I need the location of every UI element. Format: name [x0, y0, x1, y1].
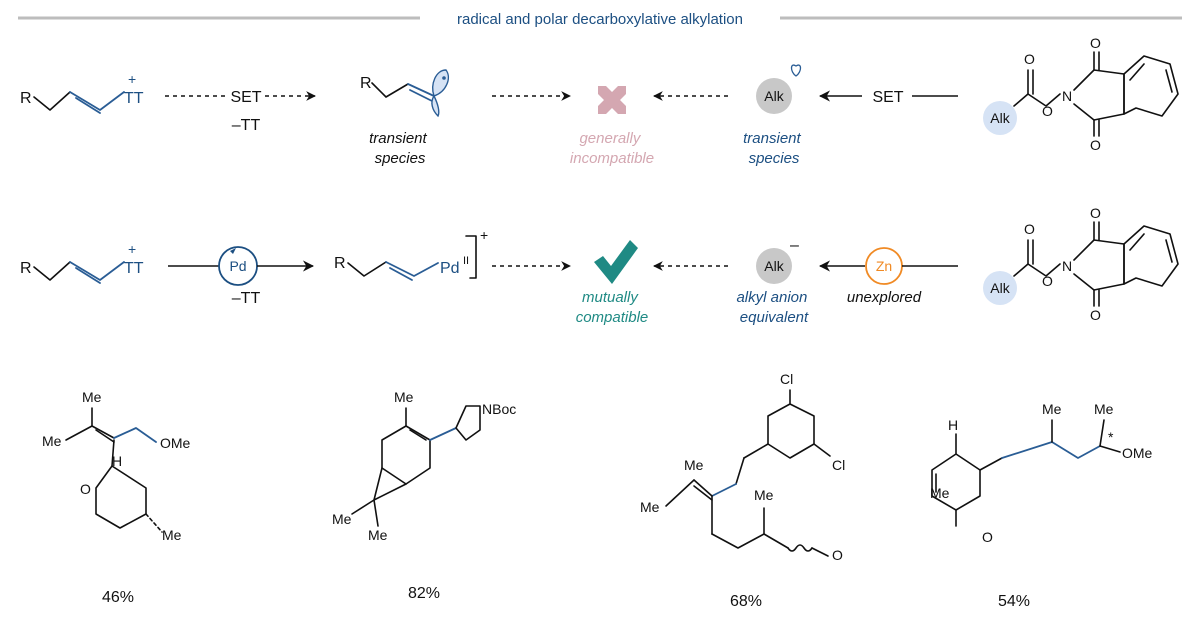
compatible: mutually compatible [576, 240, 649, 326]
me-label: Me [162, 527, 182, 543]
row1-set-arrow2: SET [818, 89, 958, 106]
h-label: H [948, 417, 958, 433]
r-label: R [20, 90, 32, 107]
header-title: radical and polar decarboxylative alkyla… [457, 11, 743, 28]
o-label: O [80, 481, 91, 497]
minus-tt-label: –TT [232, 290, 261, 307]
me-label: Me [1094, 401, 1114, 417]
carbonyl-o: O [1024, 221, 1035, 237]
compatible-label: mutually compatible [576, 289, 649, 326]
set-label: SET [230, 89, 261, 106]
incompatible-label: generally incompatible [570, 130, 654, 167]
product-2-yield: 82% [408, 585, 440, 602]
cross-icon [598, 86, 626, 114]
nboc-label: NBoc [482, 401, 516, 417]
me-label: Me [754, 487, 774, 503]
imide-o1: O [1090, 205, 1101, 221]
ome-label: OMe [160, 435, 191, 451]
o-label: O [982, 529, 993, 545]
row1-substrate: R + TT [20, 71, 144, 114]
me-label: Me [930, 485, 950, 501]
product-4-yield: 54% [998, 593, 1030, 610]
set-label-2: SET [872, 89, 903, 106]
nhpi-ester-2: Alk O O N O O [983, 205, 1179, 323]
alk-label: Alk [990, 280, 1010, 296]
r-label: R [20, 260, 32, 277]
charge-plus: + [480, 227, 488, 243]
me-label: Me [684, 457, 704, 473]
zn-label: Zn [876, 258, 892, 274]
me-label: Me [394, 389, 414, 405]
tt-label: TT [124, 90, 144, 107]
zn-arrow: Zn unexplored [818, 247, 958, 306]
me-label: Me [1042, 401, 1062, 417]
row1-set-arrow: SET –TT [165, 89, 316, 134]
me-label: Me [42, 433, 62, 449]
product-1-yield: 46% [102, 589, 134, 606]
anion-charge: – [790, 237, 799, 254]
alk-label: Alk [990, 110, 1010, 126]
tt-label: TT [124, 260, 144, 277]
ome-label: OMe [1122, 445, 1153, 461]
n-label: N [1062, 88, 1072, 104]
r-label: R [334, 255, 346, 272]
zn-note: unexplored [847, 289, 922, 306]
alk-anion: Alk – alkyl anion equivalent [736, 237, 811, 326]
tt-plus: + [128, 241, 136, 257]
stereo-star: * [1108, 429, 1114, 445]
imide-o2: O [1090, 307, 1101, 323]
header: radical and polar decarboxylative alkyla… [18, 11, 1182, 28]
radical-dot-icon [790, 64, 802, 77]
product-4: H Me Me * OMe Me O [930, 401, 1153, 545]
p-orbital-icon [431, 69, 450, 118]
row2-pd-arrow: Pd –TT [168, 246, 315, 307]
o-label: O [832, 547, 843, 563]
me-label: Me [82, 389, 102, 405]
minus-tt-label: –TT [232, 117, 261, 134]
oxidation-state: II [463, 255, 469, 267]
alk-label: Alk [764, 258, 784, 274]
transient-note: transient species [369, 130, 431, 167]
product-1: Me Me OMe H O Me [42, 389, 191, 543]
alk-radical: Alk transient species [743, 64, 805, 167]
product-2: Me NBoc Me Me [332, 389, 516, 543]
row1-allyl-radical: R transient species [360, 69, 450, 167]
pd-allyl-complex: R Pd II + [334, 227, 488, 281]
product-3: Cl Cl Me Me Me O [640, 371, 845, 563]
imide-o2: O [1090, 137, 1101, 153]
me-label: Me [368, 527, 388, 543]
cl-label: Cl [832, 457, 845, 473]
alk-note: transient species [743, 130, 805, 167]
nhpi-ester-1: Alk O O N O O [983, 35, 1179, 153]
me-label: Me [640, 499, 660, 515]
imide-o1: O [1090, 35, 1101, 51]
ester-o: O [1042, 103, 1053, 119]
h-label: H [112, 453, 122, 469]
r-label: R [360, 75, 372, 92]
pd-label: Pd [229, 258, 246, 274]
alk-note: alkyl anion equivalent [736, 289, 811, 326]
row2-substrate: R + TT [20, 241, 144, 284]
cl-label: Cl [780, 371, 793, 387]
alk-label: Alk [764, 88, 784, 104]
ester-o: O [1042, 273, 1053, 289]
me-label: Me [332, 511, 352, 527]
n-label: N [1062, 258, 1072, 274]
check-icon [594, 240, 638, 284]
tt-plus: + [128, 71, 136, 87]
carbonyl-o: O [1024, 51, 1035, 67]
pd-label: Pd [440, 260, 460, 277]
incompatible: generally incompatible [570, 86, 654, 167]
product-3-yield: 68% [730, 593, 762, 610]
